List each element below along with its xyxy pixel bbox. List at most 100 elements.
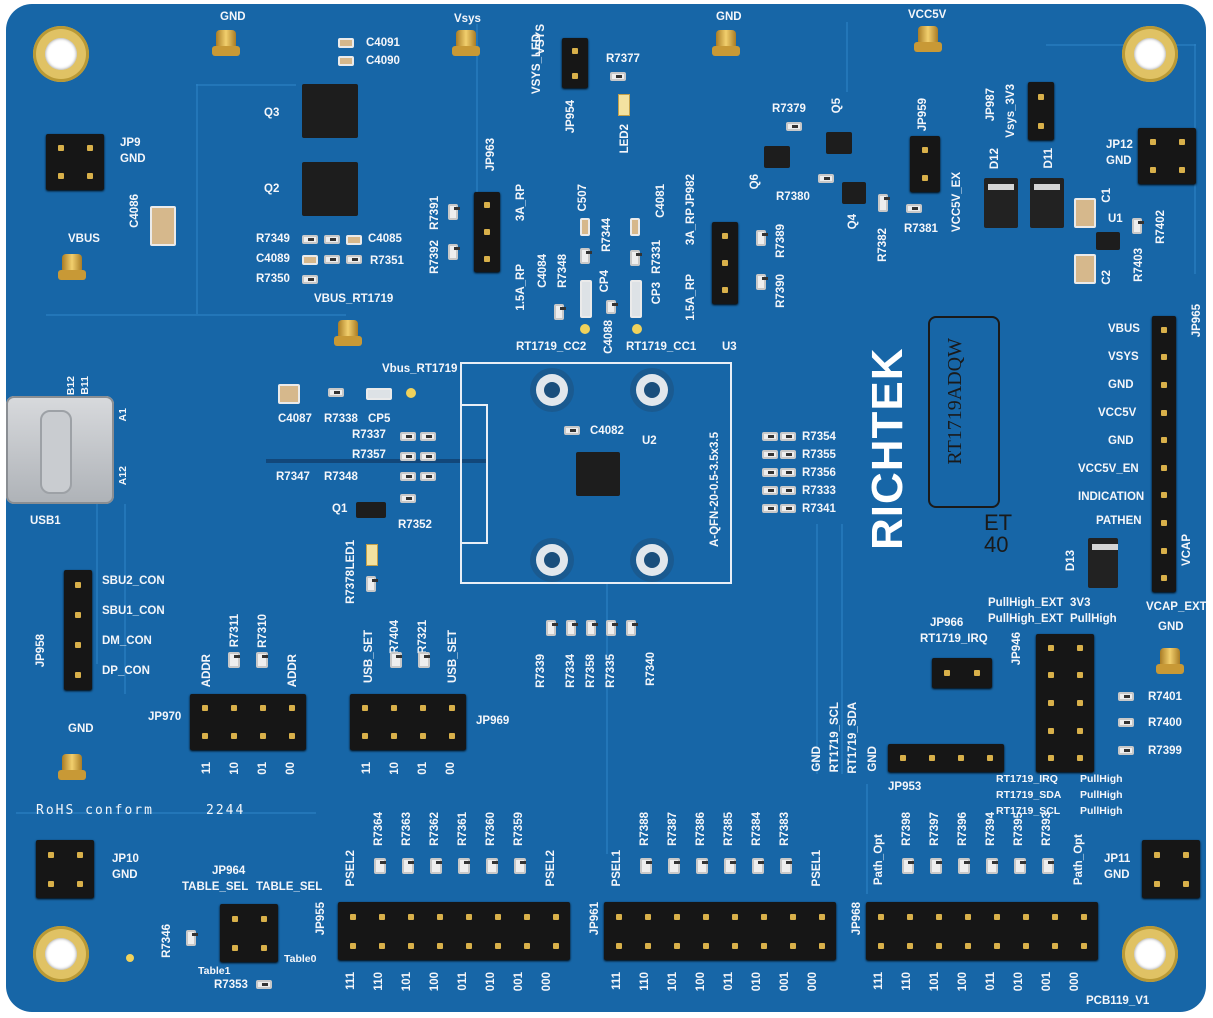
label-led2: LED2 [619,124,631,154]
label-dp: DP_CON [102,665,150,677]
label-r7350: R7350 [256,273,290,285]
header-pin [964,913,971,920]
label-jp987: JP987 [985,88,997,122]
jumper-jp10[interactable] [36,840,94,898]
label-c4081: C4081 [655,184,667,218]
label-gnd-a: GND [811,746,823,772]
header-pin [906,942,913,949]
jumper-jp964[interactable] [220,904,278,962]
label-cp5: CP5 [368,413,391,425]
resistor-r7389 [756,230,768,246]
header-pin [1161,409,1167,416]
resistor [762,468,778,477]
testpoint-gnd-right[interactable] [1156,648,1184,674]
resistor-r7401 [1118,692,1134,701]
header-pin [75,642,81,648]
diode-d12 [984,178,1018,228]
resistor-r7338 [328,388,344,397]
jumper-jp987[interactable] [1028,82,1054,140]
header-pin [935,913,942,920]
header-pin [1051,942,1058,949]
testpoint-vsys[interactable] [452,30,480,56]
label-jp963: JP963 [485,138,497,172]
code-jp961-6: 001 [779,972,791,992]
label-cp4: CP4 [599,270,611,293]
header-pin [523,942,530,949]
header-pin [552,942,559,949]
board-revision: PCB119_V1 [1086,995,1150,1007]
testpoint-gnd[interactable] [712,30,740,56]
jumper-jp969[interactable] [350,694,466,750]
label-r7379: R7379 [772,103,806,115]
jumper-jp955[interactable] [338,902,570,960]
header-pin [1047,644,1054,651]
tp-label-vbus: VBUS [68,233,100,245]
jumper-jp11[interactable] [1142,840,1200,898]
header-pin [86,173,93,179]
header-pin [349,913,356,920]
label-r7389: R7389 [775,224,787,258]
header-pin [231,915,238,922]
resistor [546,620,558,636]
header-pin [1038,122,1044,129]
jumper-jp958[interactable] [64,570,92,690]
jumper-jp12[interactable] [1138,128,1196,184]
led1 [366,544,378,566]
jumper-jp946[interactable] [1036,634,1094,772]
testpoint-vbus[interactable] [58,254,86,280]
resistor [780,468,796,477]
testpoint-gnd[interactable] [212,30,240,56]
header-pin [1076,644,1083,651]
label-scl: RT1719_SCL [829,702,841,773]
resistor [724,858,736,874]
header-pin [1038,93,1044,100]
label-jp966: JP966 [930,617,964,629]
resistor [780,486,796,495]
jumper-jp970[interactable] [190,694,306,750]
header-pin [731,942,738,949]
jumper-jp961[interactable] [604,902,836,960]
jumper-jp963[interactable] [474,192,500,272]
resistor [640,858,652,874]
jumper-jp965[interactable] [1152,316,1176,592]
capacitor-cp5 [366,388,392,400]
code-jp968-7: 000 [1069,972,1081,992]
label-r7360: R7360 [485,812,497,846]
code-jp970-3: 00 [285,762,297,775]
label-table-sel2: TABLE_SEL [256,881,323,893]
header-pin [906,913,913,920]
testpoint-vcc5v[interactable] [914,26,942,52]
label-jp953: JP953 [888,781,922,793]
jumper-jp959[interactable] [910,136,940,192]
trace [1046,44,1196,46]
resistor [780,432,796,441]
label-vsys-3v3: Vsys_3V3 [1005,84,1017,138]
label-r7355: R7355 [802,449,836,461]
jumper-jp968[interactable] [866,902,1098,960]
jumper-jp954[interactable] [562,38,588,88]
header-pin [877,913,884,920]
resistor [420,472,436,481]
testpoint-gnd-left[interactable] [58,754,86,780]
transistor-q6 [764,146,790,168]
header-pin [922,175,928,181]
usb-c-connector[interactable] [6,396,114,504]
header-pin [789,942,796,949]
jumper-jp9[interactable] [46,134,104,190]
header-pin [944,670,950,676]
header-pin [75,582,81,588]
label-r7380: R7380 [776,191,810,203]
jumper-jp953[interactable] [888,744,1004,772]
jumper-jp982[interactable] [712,222,738,304]
header-pin [1178,139,1185,145]
resistor-r7382 [878,194,890,212]
label-r7396: R7396 [957,812,969,846]
jumper-jp966[interactable] [932,658,992,688]
testpoint-vbus-rt1719[interactable] [334,320,362,346]
code-jp955-3: 100 [429,972,441,992]
marking-line1: ET [984,510,1013,535]
label-r7339: R7339 [535,654,547,688]
label-r7333: R7333 [802,485,836,497]
header-pin [922,147,928,153]
